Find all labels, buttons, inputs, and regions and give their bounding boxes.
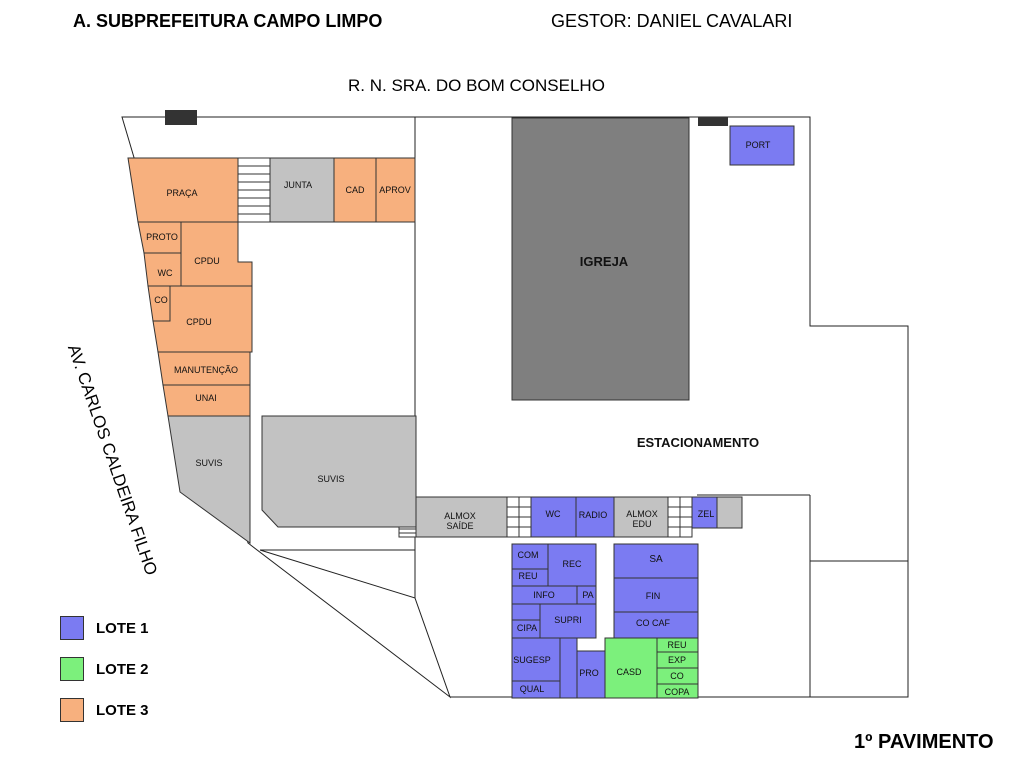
label-exp: EXP (668, 655, 686, 665)
street-top-label: R. N. SRA. DO BOM CONSELHO (348, 76, 605, 95)
label-zel: ZEL (698, 509, 715, 519)
room-com (511, 543, 549, 570)
label-wc-1: WC (158, 268, 173, 278)
divider-line (259, 549, 416, 599)
room-cad (333, 157, 377, 223)
room-port (729, 125, 795, 166)
room-sa (613, 543, 699, 579)
label-co-caf: CO CAF (636, 618, 671, 628)
room-suvis-1 (167, 415, 251, 544)
label-copa: COPA (665, 687, 690, 697)
label-almox-edu-1: ALMOX (626, 509, 658, 519)
label-almox-saude-1: ALMOX (444, 511, 476, 521)
legend-swatch (60, 616, 84, 640)
room-fin (613, 577, 699, 613)
room-wc-2 (530, 496, 577, 538)
floor-label: 1º PAVIMENTO (854, 731, 994, 753)
label-manutencao: MANUTENÇÃO (174, 365, 238, 375)
legend-swatch (60, 698, 84, 722)
stairs (667, 496, 693, 538)
label-sugesp: SUGESP (513, 655, 551, 665)
stairs (506, 496, 532, 538)
room-cpdu-1 (180, 221, 253, 287)
label-reu-2: REU (667, 640, 686, 650)
label-supri: SUPRI (554, 615, 582, 625)
label-port: PORT (746, 140, 771, 150)
gate-marker (698, 117, 728, 126)
room-sugesp (511, 637, 561, 682)
room-rec (547, 543, 597, 587)
label-cipa: CIPA (517, 623, 537, 633)
room-copa (656, 683, 699, 699)
room-aprov (375, 157, 416, 223)
label-radio: RADIO (579, 510, 608, 520)
label-unai: UNAI (195, 393, 217, 403)
label-cpdu-1: CPDU (194, 256, 220, 266)
legend-swatch (60, 657, 84, 681)
room-supri (539, 603, 597, 639)
label-cpdu-2: CPDU (186, 317, 212, 327)
legend-item-lote-3: LOTE 3 (60, 697, 149, 723)
label-fin: FIN (646, 591, 661, 601)
gate-marker (165, 110, 197, 125)
room-annex (716, 496, 743, 529)
label-reu-1: REU (518, 571, 537, 581)
label-cad: CAD (345, 185, 365, 195)
label-suvis-2: SUVIS (317, 474, 344, 484)
label-wc-2: WC (546, 509, 561, 519)
room-almox-edu (613, 496, 669, 538)
label-pro: PRO (579, 668, 599, 678)
label-igreja: IGREJA (580, 254, 629, 269)
room-radio (575, 496, 615, 538)
room-small-1 (511, 603, 541, 621)
room-almox-saude (415, 496, 508, 538)
label-info: INFO (533, 590, 555, 600)
label-qual: QUAL (520, 684, 545, 694)
room-suvis-2 (261, 415, 417, 528)
label-almox-saude-2: SAÍDE (446, 521, 473, 531)
stairs (237, 157, 271, 223)
room-pro (576, 650, 606, 699)
room-igreja (511, 117, 690, 401)
label-com: COM (518, 550, 539, 560)
room-junta (269, 157, 335, 223)
manager-label: GESTOR: DANIEL CAVALARI (551, 11, 793, 31)
room-zel (691, 496, 718, 529)
label-estacionamento: ESTACIONAMENTO (637, 435, 759, 450)
legend-label: LOTE 1 (96, 619, 149, 637)
label-casd: CASD (616, 667, 642, 677)
room-corridor (559, 637, 578, 699)
label-junta: JUNTA (284, 180, 312, 190)
legend-item-lote-2: LOTE 2 (60, 656, 149, 682)
label-co-2: CO (670, 671, 684, 681)
label-sa: SA (649, 554, 663, 565)
legend-item-lote-1: LOTE 1 (60, 615, 149, 641)
page-title: A. SUBPREFEITURA CAMPO LIMPO (73, 11, 383, 31)
legend-label: LOTE 3 (96, 701, 149, 719)
label-co-1: CO (154, 295, 168, 305)
label-pa: PA (582, 590, 593, 600)
label-praca: PRAÇA (166, 188, 197, 198)
label-almox-edu-2: EDU (632, 519, 651, 529)
legend-label: LOTE 2 (96, 660, 149, 678)
label-rec: REC (562, 559, 582, 569)
label-proto: PROTO (146, 232, 178, 242)
site-outline-right (415, 116, 909, 698)
label-suvis-1: SUVIS (195, 458, 222, 468)
label-aprov: APROV (379, 185, 411, 195)
